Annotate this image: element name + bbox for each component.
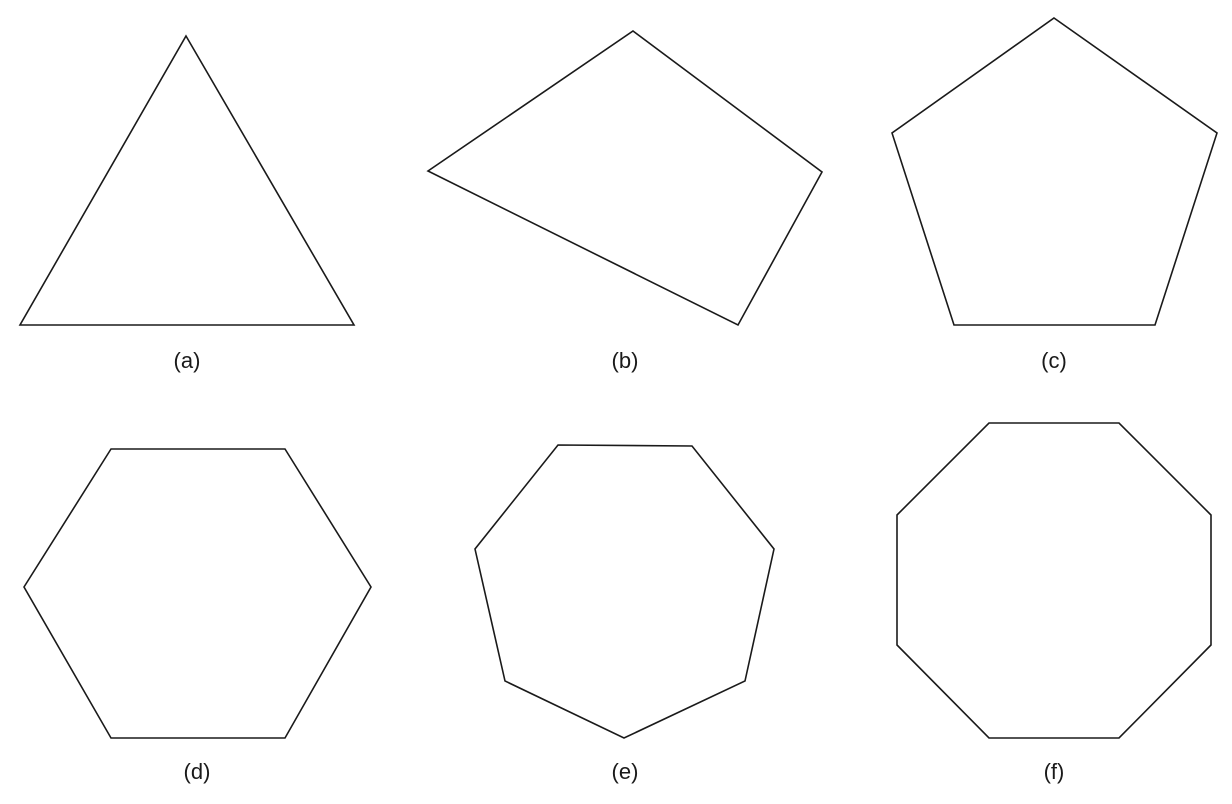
panel-e: (e): [474, 444, 775, 784]
panel-d: (d): [23, 448, 372, 784]
panel-c: (c): [891, 17, 1218, 373]
triangle-shape: [18, 34, 356, 326]
pentagon-shape: [891, 17, 1218, 326]
panel-label-a: (a): [174, 348, 201, 373]
heptagon-shape: [474, 444, 775, 739]
hexagon-shape: [23, 448, 372, 739]
panel-label-d: (d): [184, 759, 211, 784]
panel-a: (a): [18, 34, 356, 373]
panel-label-b: (b): [612, 348, 639, 373]
octagon-shape: [896, 422, 1212, 739]
panel-label-e: (e): [612, 759, 639, 784]
panel-f: (f): [896, 422, 1212, 784]
panel-label-f: (f): [1044, 759, 1065, 784]
quadrilateral-shape: [426, 30, 824, 327]
panel-label-c: (c): [1041, 348, 1067, 373]
panel-b: (b): [426, 30, 824, 373]
